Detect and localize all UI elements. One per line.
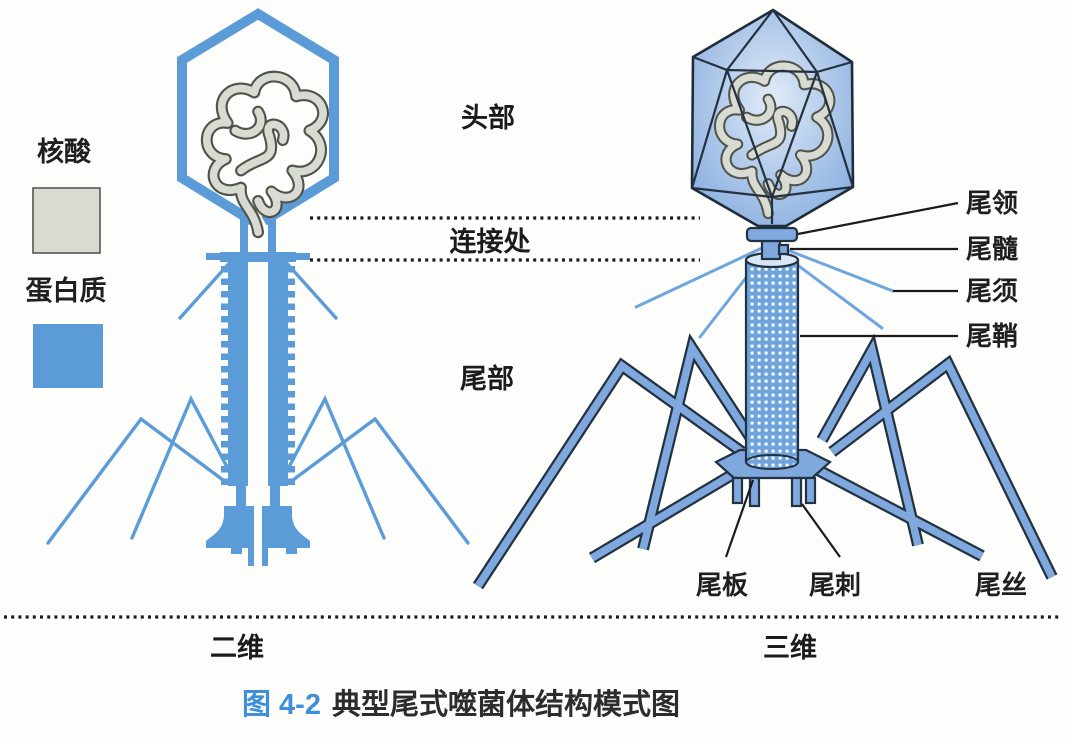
phage-2d-tail-sheath [221,262,295,508]
section-annotations: 头部 连接处 尾部 [310,102,700,394]
baseplate-leader-line [724,479,755,558]
head-section-label: 头部 [461,102,515,133]
phage-2d [46,8,470,566]
phage-3d-tail-fibers [472,333,1058,590]
junction-section-label: 连接处 [450,226,531,257]
view-2d-label: 二维 [210,633,264,663]
collar-label: 尾领 [966,188,1018,218]
collar-leader-line [797,201,959,236]
legend-protein-label: 蛋白质 [26,275,107,306]
part-annotations: 尾领 尾髓 尾须 尾鞘 尾板 尾刺 尾丝 [696,188,1027,600]
phage-3d-neck-core [745,226,799,261]
phage-2d-whiskers [178,257,338,320]
footer: 二维 三维 图 4-2 典型尾式噬菌体结构模式图 [4,615,1062,721]
legend: 核酸 蛋白质 [26,136,107,388]
phage-2d-baseplate [206,484,310,566]
tail-section-label: 尾部 [460,363,514,394]
legend-nucleic-acid-swatch [32,187,101,254]
fiber-label: 尾丝 [975,571,1027,600]
caption-title: 典型尾式噬菌体结构模式图 [332,688,680,721]
phage-3d-head-facets [690,9,855,224]
legend-nucleic-acid-label: 核酸 [37,136,92,167]
phage-3d-head-capsid [690,8,855,228]
core-label: 尾髓 [966,235,1019,264]
legend-protein-swatch [33,324,103,388]
phage-3d-tail-sheath [744,251,800,470]
spike-leader-line [801,503,841,558]
phage-3d-whiskers [634,246,895,339]
baseplate-label: 尾板 [696,571,748,600]
view-3d-label: 三维 [763,633,817,663]
spike-label: 尾刺 [809,571,861,600]
sheath-label: 尾鞘 [966,322,1018,351]
phage-3d [472,8,1058,590]
phage-2d-neck-collar [206,219,310,262]
phage-2d-tail-fibers [46,395,470,545]
whisker-label: 尾须 [966,277,1018,306]
caption-number: 图 4-2 [242,689,321,721]
phage-2d-head-capsid [177,8,339,226]
